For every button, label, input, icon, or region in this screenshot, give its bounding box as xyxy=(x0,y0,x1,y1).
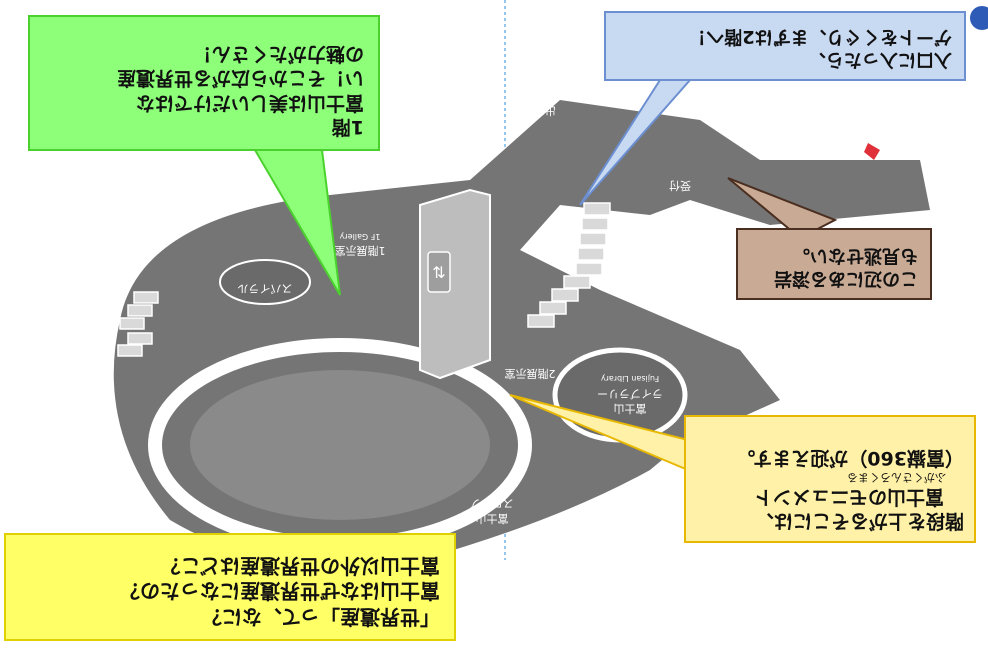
orange-callout: 階段を上がるそこには、 富士山のモニュメント ふがくさんろくまる （富嶽360）… xyxy=(684,415,976,543)
orange-ruby: ふがくさんろくまる xyxy=(847,471,946,485)
exit-label: 出口 xyxy=(534,104,556,118)
green-line-4: の魅力がたくさん！ xyxy=(192,43,364,66)
green-line-2: 富士山は美しいだけではな xyxy=(135,91,364,114)
orange-line-2: 富士山のモニュメント xyxy=(753,485,944,508)
green-line-3: い！そこから広がる世界遺産 xyxy=(116,67,364,90)
reception-label: 受付 xyxy=(669,179,691,192)
orange-line-3: （富嶽360）が迎えます。 xyxy=(736,447,964,470)
stairs-right xyxy=(527,202,611,328)
blue-line-2: ゲートをくぐり、まずは2階へ！ xyxy=(688,25,952,47)
red-marker xyxy=(864,143,880,160)
gallery-en-label: 1F Gallery xyxy=(339,232,380,241)
yellow-callout: 「世界遺産」って、なに？ 富士山はなぜ世界遺産になったの？ 富士山以外の世界遺産… xyxy=(4,533,456,641)
stairs-left xyxy=(117,291,159,357)
elevator-icon: ⇅ xyxy=(432,263,445,282)
brown-callout: この辺にある溶岩 も見逃せない。 xyxy=(736,228,932,300)
spiral-label: スパイラル xyxy=(238,282,293,295)
green-callout: 1階 富士山は美しいだけではな い！そこから広がる世界遺産 の魅力がたくさん！ xyxy=(28,15,380,151)
heritage-label-1: 富士山 xyxy=(476,512,509,526)
blue-dot xyxy=(970,6,988,30)
brown-line-1: この辺にある溶岩 xyxy=(774,268,918,289)
heritage-label-2: スロープ xyxy=(470,497,513,510)
orange-line-1: 階段を上がるそこには、 xyxy=(754,510,964,532)
yellow-line-2: 富士山はなぜ世界遺産になったの？ xyxy=(120,579,440,604)
second-floor-label: 2階展示室 xyxy=(505,367,556,381)
blue-line-1: 入口に入ったら、 xyxy=(808,49,952,70)
library-en-label: Fujisan Library xyxy=(601,374,660,383)
yellow-line-3: 富士山以外の世界遺産はどこ？ xyxy=(160,553,440,578)
yellow-line-1: 「世界遺産」って、なに？ xyxy=(202,605,440,629)
elevator-column xyxy=(419,188,491,380)
library-label-1: 富士山 xyxy=(614,402,647,416)
central-hall xyxy=(190,370,490,520)
gallery-label: 1階展示室 xyxy=(335,244,386,258)
brown-line-2: も見逃せない。 xyxy=(792,244,918,266)
gallery-badge xyxy=(219,259,311,305)
green-line-1: 1階 xyxy=(331,116,364,138)
blue-callout: 入口に入ったら、 ゲートをくぐり、まずは2階へ！ xyxy=(604,11,966,81)
library-label-2: ライブラリー xyxy=(597,387,663,401)
